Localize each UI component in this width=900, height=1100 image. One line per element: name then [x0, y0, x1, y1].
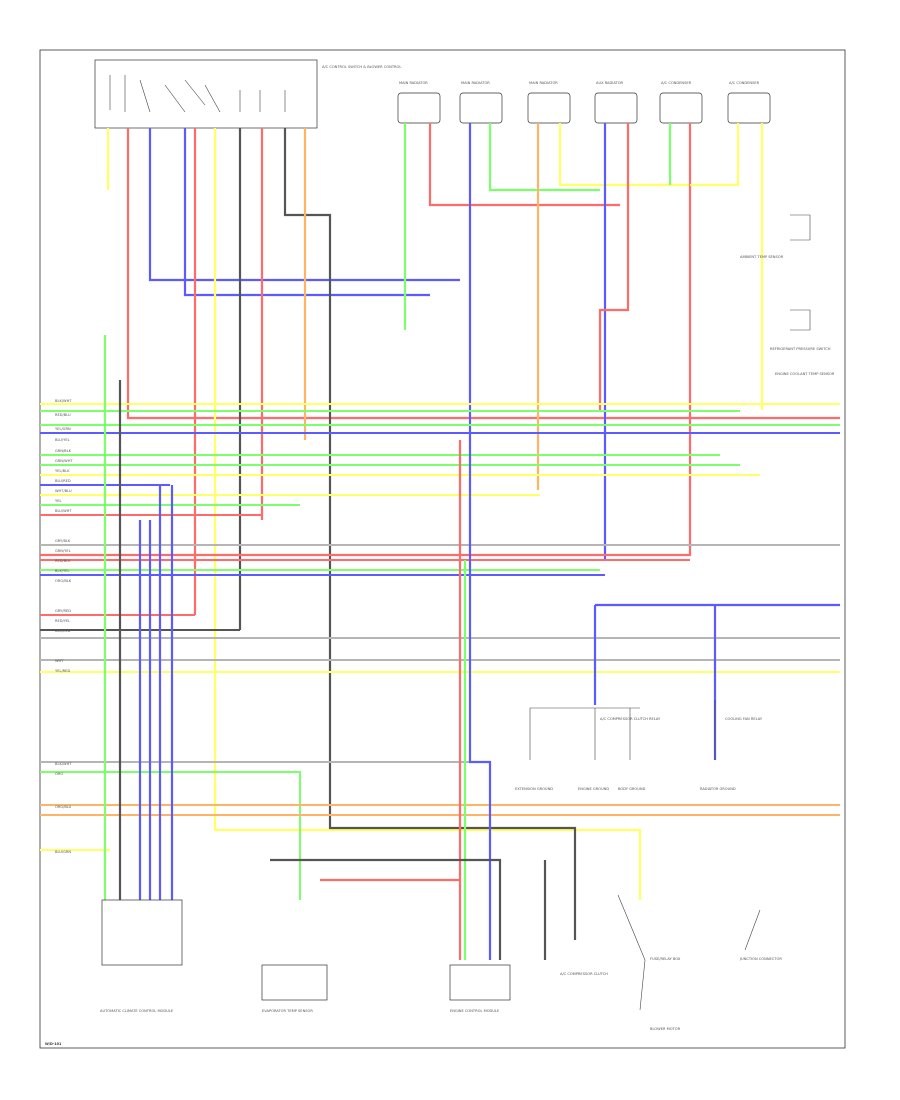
diagram-frame — [39, 49, 846, 1049]
right-components: AMBIENT TEMP SENSOR REFRIGERANT PRESSURE… — [740, 214, 835, 376]
pin-label: GRN/YEL — [55, 549, 71, 553]
relay-label-1: A/C COMPRESSOR CLUTCH RELAY — [600, 717, 661, 721]
pin-label: BLK/YEL — [55, 569, 70, 573]
left-pin-labels: BLK/WHT RED/BLU YEL/GRN BLU/YEL GRN/BLK … — [55, 399, 73, 854]
bottom-connectors: AUTOMATIC CLIMATE CONTROL MODULE EVAPORA… — [45, 894, 782, 1046]
blower-label: BLOWER MOTOR — [650, 1027, 681, 1031]
ecm-label: ENGINE CONTROL MODULE — [450, 1009, 500, 1013]
pin-label: BLK/WHT — [55, 762, 72, 766]
pin-label: BLU/WHT — [55, 509, 72, 513]
pin-label: RED/YEL — [55, 619, 70, 623]
pressure-switch-label: REFRIGERANT PRESSURE SWITCH — [770, 347, 831, 351]
ground-label-1: EXTENSION GROUND — [515, 787, 553, 791]
pin-label: BLU/RED — [55, 479, 71, 483]
ect-sensor-label: ENGINE COOLANT TEMP SENSOR — [775, 372, 835, 376]
pin-label: ORG/BLU — [55, 805, 72, 809]
pin-label: GRN/WHT — [55, 459, 73, 463]
junction-label: JUNCTION CONNECTOR — [739, 957, 782, 961]
ground-label-2: ENGINE GROUND — [578, 787, 609, 791]
switch-box: A/C CONTROL SWITCH & BLOWER CONTROL — [94, 59, 401, 129]
relay-label-2: COOLING FAN RELAY — [725, 717, 763, 721]
ambient-sensor-label: AMBIENT TEMP SENSOR — [740, 255, 784, 259]
fan-label-5: A/C CONDENSER — [661, 81, 692, 85]
pin-label: YEL — [55, 499, 61, 503]
fan-row: MAIN RADIATOR MAIN RADIATOR MAIN RADIATO… — [397, 81, 771, 124]
switch-box-label: A/C CONTROL SWITCH & BLOWER CONTROL — [322, 65, 401, 69]
pin-label: YEL/RED — [55, 669, 70, 673]
pin-label: ORG — [55, 772, 63, 776]
fan-label-4: AUX RADIATOR — [596, 81, 624, 85]
fan-label-6: A/C CONDENSER — [729, 81, 760, 85]
pin-label: BLK/WHT — [55, 399, 72, 403]
pin-label: YEL/GRN — [55, 427, 71, 431]
pin-label: BLU/GRN — [55, 850, 71, 854]
pin-label: ORG/BLK — [55, 579, 72, 583]
fuse-box-label: FUSE/RELAY BOX — [650, 957, 681, 961]
switch-wires — [106, 128, 840, 940]
pin-label: BLK/RED — [55, 629, 71, 633]
fan-label-3: MAIN RADIATOR — [529, 81, 558, 85]
ground-label-3: BODY GROUND — [618, 787, 646, 791]
clutch-label: A/C COMPRESSOR CLUTCH — [560, 972, 608, 976]
pin-label: WHT — [55, 659, 64, 663]
pin-label: GRN/BLK — [55, 449, 72, 453]
bus-lines — [40, 403, 840, 900]
relay-section: A/C COMPRESSOR CLUTCH RELAY COOLING FAN … — [515, 700, 763, 791]
diagram-id: W/D-101 — [45, 1042, 62, 1046]
pin-label: BLU/YEL — [55, 438, 70, 442]
pin-label: GRY/BLK — [55, 539, 71, 543]
bottom-wires — [103, 335, 840, 960]
pin-label: YEL/BLK — [55, 469, 70, 473]
ground-label-4: RADIATOR GROUND — [700, 787, 736, 791]
pin-label: RED/BLK — [55, 559, 71, 563]
fan-label-2: MAIN RADIATOR — [461, 81, 490, 85]
evap-sensor-label: EVAPORATOR TEMP SENSOR — [262, 1009, 313, 1013]
pin-label: WHT/BLU — [55, 489, 72, 493]
fan-label-1: MAIN RADIATOR — [399, 81, 428, 85]
pin-label: GRY/RED — [55, 609, 71, 613]
acc-module-label: AUTOMATIC CLIMATE CONTROL MODULE — [100, 1009, 174, 1013]
fan-wires — [40, 123, 764, 560]
pin-label: RED/BLU — [55, 413, 71, 417]
